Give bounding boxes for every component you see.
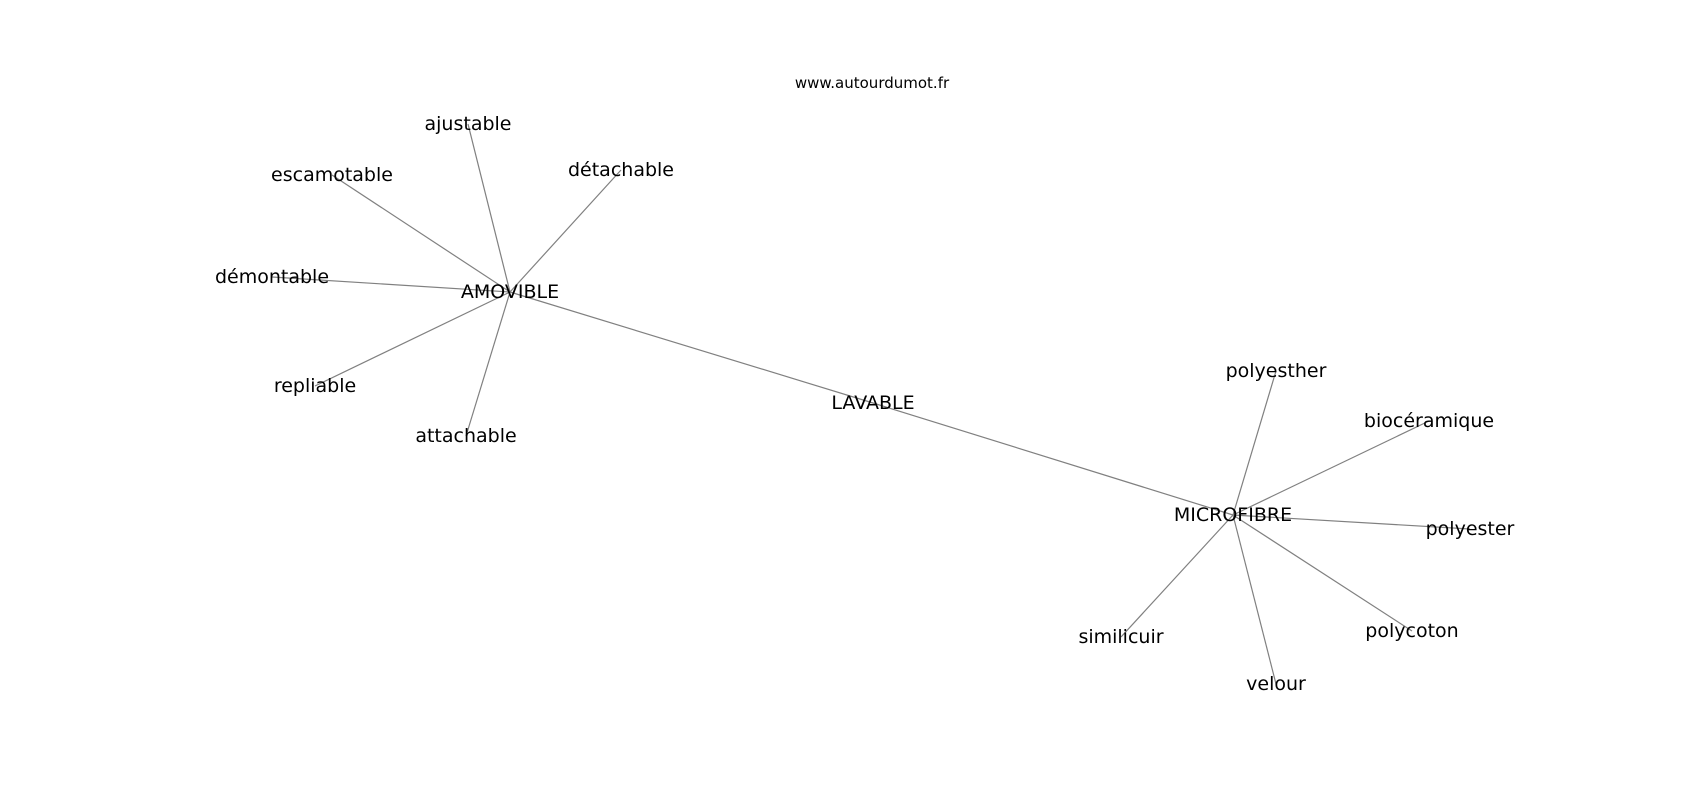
node-microfibre: MICROFIBRE bbox=[1174, 504, 1292, 526]
edge-amovible-repliable bbox=[314, 291, 511, 387]
edge-lavable-amovible bbox=[509, 291, 874, 404]
edge-lavable-microfibre bbox=[872, 402, 1234, 516]
node-repliable: repliable bbox=[274, 375, 356, 397]
edge-amovible-demontable bbox=[271, 276, 511, 293]
node-polyester: polyester bbox=[1426, 518, 1515, 540]
edge-amovible-ajustable bbox=[467, 123, 511, 293]
node-detachable: détachable bbox=[568, 159, 674, 181]
node-escamotable: escamotable bbox=[271, 164, 393, 186]
edge-amovible-attachable bbox=[465, 291, 511, 437]
node-similicuir: similicuir bbox=[1078, 626, 1163, 648]
node-lavable: LAVABLE bbox=[831, 392, 914, 414]
node-velour: velour bbox=[1246, 673, 1306, 695]
edge-microfibre-bioceramique bbox=[1232, 420, 1430, 516]
edge-microfibre-polycoton bbox=[1232, 514, 1413, 632]
labels-layer: LAVABLE AMOVIBLE MICROFIBRE ajustable escamo… bbox=[215, 113, 1515, 695]
edge-amovible-escamotable bbox=[331, 174, 511, 293]
node-ajustable: ajustable bbox=[425, 113, 512, 135]
source-label: www.autourdumot.fr bbox=[795, 74, 950, 92]
edge-microfibre-similicuir bbox=[1120, 514, 1234, 638]
node-polyesther: polyesther bbox=[1226, 360, 1327, 382]
edge-microfibre-velour bbox=[1232, 514, 1277, 685]
node-polycoton: polycoton bbox=[1365, 620, 1458, 642]
edges-layer bbox=[271, 123, 1471, 685]
edge-microfibre-polyesther bbox=[1232, 370, 1277, 516]
node-amovible: AMOVIBLE bbox=[461, 281, 559, 303]
node-bioceramique: biocéramique bbox=[1364, 410, 1494, 432]
node-attachable: attachable bbox=[415, 425, 516, 447]
node-demontable: démontable bbox=[215, 266, 329, 288]
edge-amovible-detachable bbox=[509, 169, 622, 293]
edge-microfibre-polyester bbox=[1232, 514, 1471, 530]
